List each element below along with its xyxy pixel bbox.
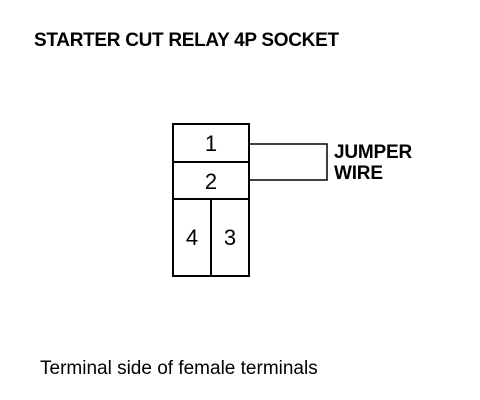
diagram-caption: Terminal side of female terminals: [40, 358, 318, 379]
jumper-wire-label: JUMPER WIRE: [334, 142, 412, 184]
terminal-2-label: 2: [205, 169, 217, 194]
diagram-title: STARTER CUT RELAY 4P SOCKET: [34, 30, 339, 51]
terminal-3-label: 3: [224, 225, 236, 250]
terminal-4-label: 4: [186, 225, 198, 250]
jumper-label-line2: WIRE: [334, 163, 383, 184]
jumper-wire: [249, 143, 328, 181]
jumper-label-line1: JUMPER: [334, 142, 412, 163]
terminal-1-label: 1: [205, 131, 217, 156]
socket-outline: [172, 123, 250, 277]
